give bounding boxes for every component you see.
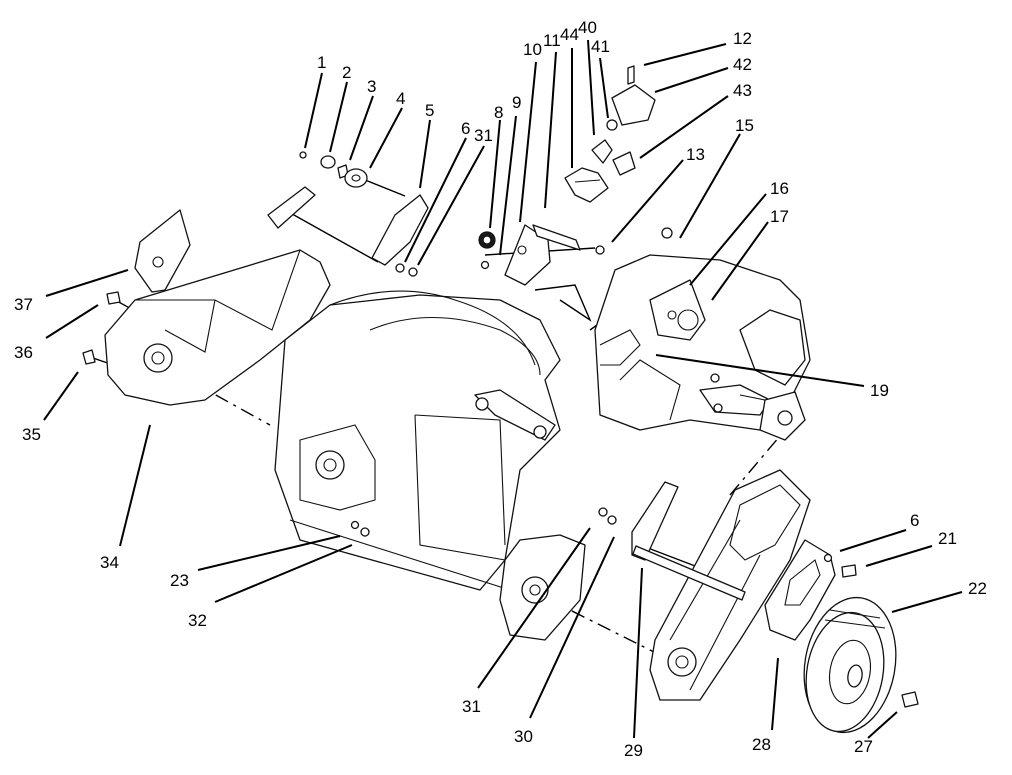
shaft-pin bbox=[267, 186, 316, 229]
callout-5: 5 bbox=[425, 101, 434, 120]
callout-43: 43 bbox=[733, 81, 752, 100]
tube-11 bbox=[532, 224, 581, 251]
callout-labels: 1 2 3 4 5 6 31 8 9 10 11 44 40 41 12 42 … bbox=[14, 18, 987, 760]
leader-lines bbox=[43, 39, 963, 739]
part-15 bbox=[661, 227, 673, 239]
electrical-parts bbox=[564, 65, 673, 239]
callout-12: 12 bbox=[733, 29, 752, 48]
callout-13: 13 bbox=[686, 145, 705, 164]
auger-housing bbox=[274, 290, 561, 591]
part-40 bbox=[591, 139, 613, 164]
housing-right-end bbox=[499, 534, 586, 641]
callout-10: 10 bbox=[523, 40, 542, 59]
housing-42 bbox=[611, 84, 656, 126]
callout-28: 28 bbox=[752, 735, 771, 754]
callout-44: 44 bbox=[560, 25, 579, 44]
callout-8: 8 bbox=[494, 103, 503, 122]
axle-parts bbox=[350, 481, 857, 601]
callout-2: 2 bbox=[342, 63, 351, 82]
connector-43 bbox=[612, 151, 636, 176]
callout-16: 16 bbox=[770, 179, 789, 198]
callout-41: 41 bbox=[591, 37, 610, 56]
wheel bbox=[803, 596, 919, 734]
callout-36: 36 bbox=[14, 343, 33, 362]
left-side-plate bbox=[104, 209, 331, 406]
callout-29: 29 bbox=[624, 741, 643, 760]
upper-hardware bbox=[267, 151, 605, 286]
callout-27: 27 bbox=[854, 737, 873, 756]
bracket-5 bbox=[371, 194, 429, 266]
callout-40: 40 bbox=[578, 18, 597, 37]
callout-9: 9 bbox=[512, 93, 521, 112]
hub-cap-27 bbox=[901, 691, 919, 708]
screw-12 bbox=[627, 65, 635, 85]
switch-44 bbox=[564, 167, 609, 203]
callout-31-lower: 31 bbox=[462, 697, 481, 716]
engine-assembly bbox=[594, 254, 811, 441]
callout-6-lower: 6 bbox=[910, 511, 919, 530]
callout-31-upper: 31 bbox=[474, 126, 493, 145]
callout-19: 19 bbox=[870, 381, 889, 400]
plate-9 bbox=[504, 224, 551, 286]
callout-22: 22 bbox=[968, 579, 987, 598]
left-hardware bbox=[82, 291, 121, 365]
callout-6-upper: 6 bbox=[461, 119, 470, 138]
callout-15: 15 bbox=[735, 116, 754, 135]
callout-23: 23 bbox=[170, 571, 189, 590]
belt-cover-37 bbox=[134, 209, 191, 293]
callout-21: 21 bbox=[938, 529, 957, 548]
callout-11: 11 bbox=[543, 31, 561, 50]
callout-1: 1 bbox=[317, 53, 326, 72]
callout-37: 37 bbox=[14, 295, 33, 314]
callout-42: 42 bbox=[733, 55, 752, 74]
callout-30: 30 bbox=[514, 727, 533, 746]
callout-34: 34 bbox=[100, 553, 119, 572]
callout-4: 4 bbox=[396, 89, 405, 108]
callout-32: 32 bbox=[188, 611, 207, 630]
callout-35: 35 bbox=[22, 425, 41, 444]
callout-3: 3 bbox=[367, 77, 376, 96]
callout-17: 17 bbox=[770, 207, 789, 226]
